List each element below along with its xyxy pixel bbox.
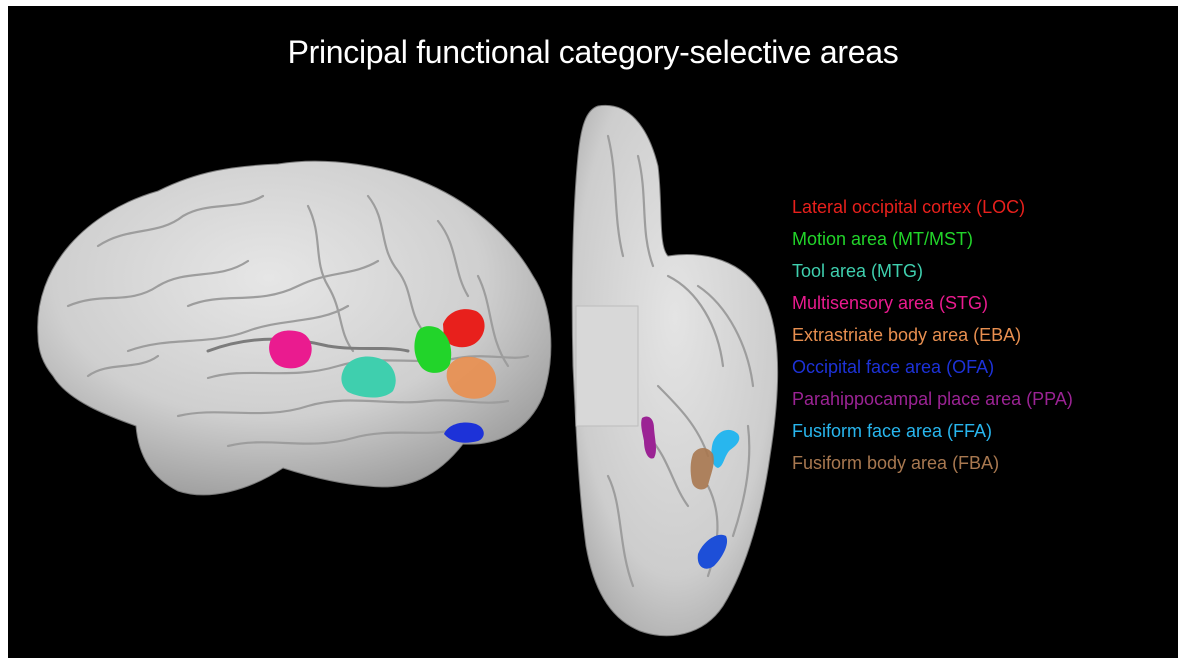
legend-item-loc: Lateral occipital cortex (LOC) bbox=[792, 191, 1073, 223]
legend-item-mt: Motion area (MT/MST) bbox=[792, 223, 1073, 255]
legend-item-ofa: Occipital face area (OFA) bbox=[792, 351, 1073, 383]
legend-item-fba: Fusiform body area (FBA) bbox=[792, 447, 1073, 479]
legend-item-eba: Extrastriate body area (EBA) bbox=[792, 319, 1073, 351]
legend-item-ffa: Fusiform face area (FFA) bbox=[792, 415, 1073, 447]
slide: Principal functional category-selective … bbox=[8, 6, 1178, 658]
area-stg-patch bbox=[269, 330, 312, 368]
legend-item-ppa: Parahippocampal place area (PPA) bbox=[792, 383, 1073, 415]
ventral-brain-view bbox=[572, 105, 777, 635]
legend: Lateral occipital cortex (LOC) Motion ar… bbox=[792, 191, 1073, 479]
legend-item-stg: Multisensory area (STG) bbox=[792, 287, 1073, 319]
legend-item-mtg: Tool area (MTG) bbox=[792, 255, 1073, 287]
medial-cut-surface bbox=[576, 306, 638, 426]
lateral-brain-view bbox=[38, 161, 551, 495]
